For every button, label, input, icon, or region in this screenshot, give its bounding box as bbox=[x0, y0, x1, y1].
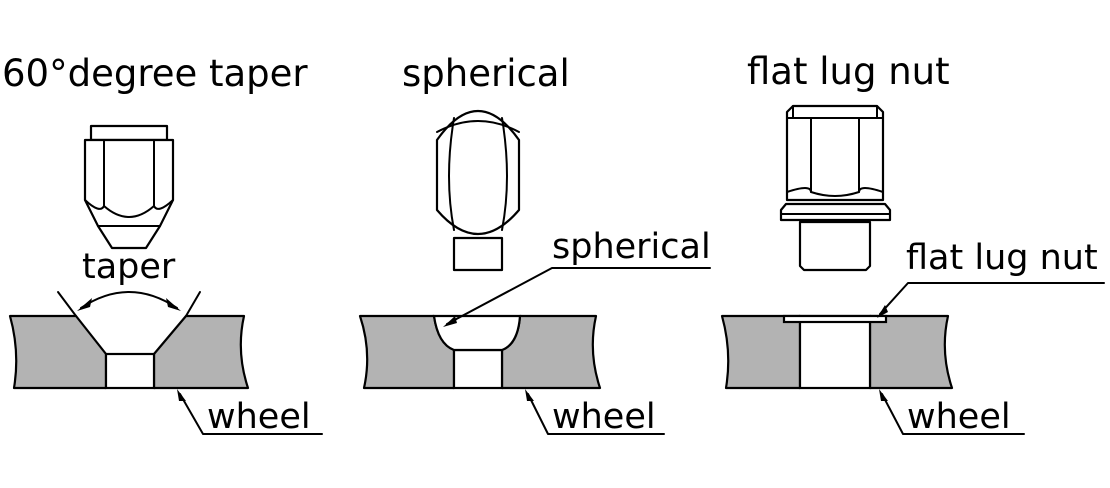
wheel-section-taper bbox=[8, 291, 250, 390]
flat-lug-nut bbox=[779, 104, 892, 272]
panel-spherical: spherical spherical wheel bbox=[358, 52, 711, 437]
panel-taper: 60°degree taper taper bbox=[2, 52, 323, 437]
wheel-leader-taper bbox=[177, 389, 323, 435]
panel-title-spherical: spherical bbox=[402, 52, 570, 95]
wheel-leader-spherical bbox=[525, 389, 665, 435]
wheel-label-taper: wheel bbox=[207, 397, 311, 437]
seat-leader-flat bbox=[877, 282, 1105, 318]
seat-leader-spherical bbox=[443, 267, 711, 327]
wheel-section-flat bbox=[720, 314, 954, 390]
seat-label-spherical: spherical bbox=[552, 227, 711, 267]
seat-label-flat: flat lug nut bbox=[906, 238, 1098, 278]
wheel-label-spherical: wheel bbox=[552, 397, 656, 437]
taper-lug-nut bbox=[83, 124, 175, 250]
panel-title-flat: flat lug nut bbox=[747, 50, 950, 93]
panel-title-taper: 60°degree taper bbox=[2, 52, 308, 95]
wheel-section-spherical bbox=[358, 314, 602, 390]
panel-flat: flat lug nut flat lug nut bbox=[720, 50, 1105, 437]
taper-angle-arc bbox=[77, 291, 181, 311]
wheel-leader-flat bbox=[879, 389, 1025, 435]
wheel-label-flat: wheel bbox=[907, 397, 1011, 437]
spherical-lug-nut bbox=[435, 109, 521, 272]
seat-label-taper: taper bbox=[82, 247, 176, 287]
